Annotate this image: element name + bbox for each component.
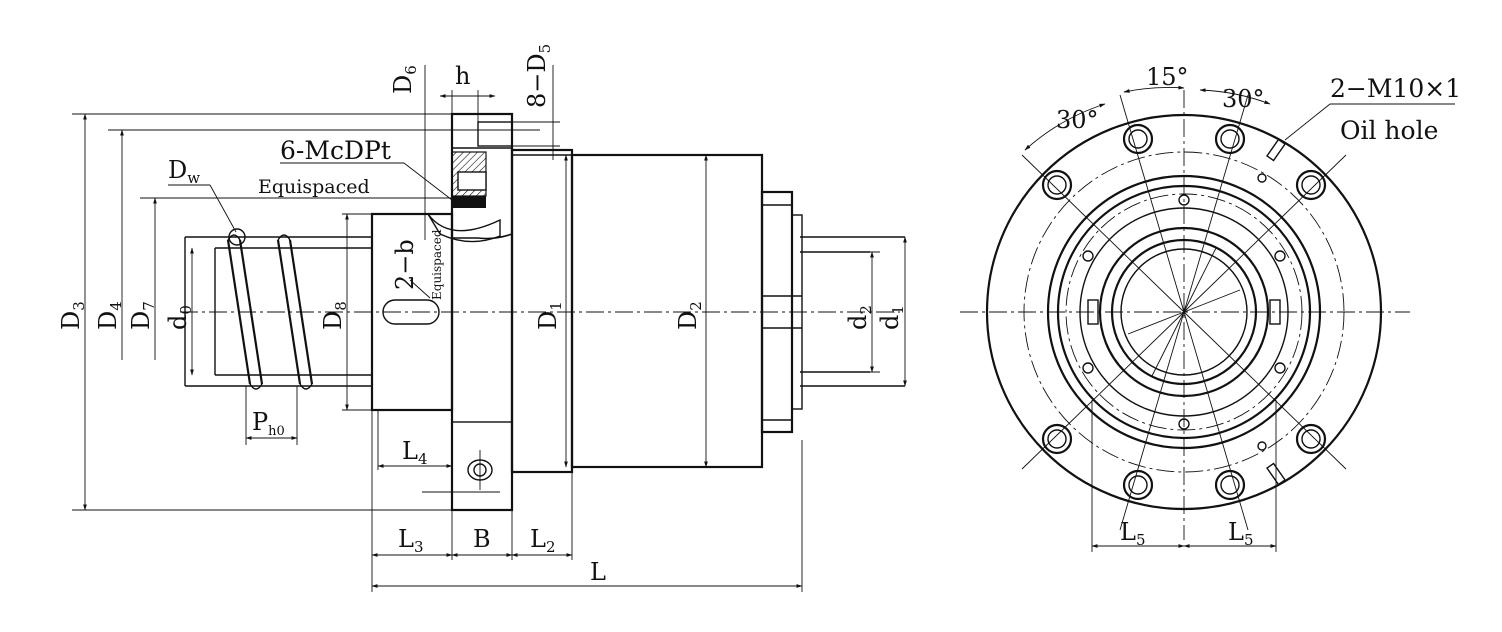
nut-body-2 [570, 153, 764, 469]
label-d7: D7 [127, 301, 158, 330]
label-d1-upper: D1 [534, 301, 565, 330]
label-angle-30-left: 30° [1056, 106, 1099, 134]
label-l2: L2 [530, 525, 555, 556]
label-equispaced-2: Equispaced [430, 229, 444, 300]
label-d1-lower: d1 [876, 305, 907, 330]
front-view-labels: 15° 30° 30° 2−M10×1 Oil hole L5 L5 [1056, 63, 1461, 549]
label-d2-upper: D2 [674, 301, 705, 330]
label-d0: d0 [164, 305, 195, 330]
bolt-circle [1023, 151, 1345, 473]
label-d6: D6 [389, 65, 420, 94]
label-equispaced-1: Equispaced [258, 176, 370, 198]
label-h: h [455, 62, 470, 90]
label-oil-hole: Oil hole [1340, 116, 1438, 145]
end-seal [760, 190, 803, 434]
side-view-labels: D6 h 8−D5 6-McDPt Dw Equispaced 2−b Equi… [57, 44, 907, 586]
key-slot [382, 299, 440, 325]
label-angle-15: 15° [1146, 63, 1189, 91]
label-l5-left: L5 [1120, 518, 1145, 549]
label-d8: D8 [319, 301, 350, 330]
label-d4: D4 [94, 301, 125, 330]
label-d3: D3 [57, 301, 88, 330]
label-mcdpt: 6-McDPt [280, 136, 391, 165]
label-b: B [473, 525, 491, 553]
bolt-holes [1041, 123, 1327, 501]
label-l5-right: L5 [1228, 518, 1253, 549]
label-l: L [590, 558, 606, 586]
small-holes [1082, 173, 1286, 451]
label-dw: Dw [168, 156, 200, 187]
front-view [960, 85, 1455, 552]
label-ph0: Ph0 [252, 408, 285, 439]
label-d2-lower: d2 [844, 305, 875, 330]
label-d5: 8−D5 [523, 44, 554, 108]
radial-lines [1021, 94, 1347, 531]
label-2-b: 2−b [391, 239, 419, 290]
label-angle-30-right: 30° [1222, 85, 1265, 113]
label-l4: L4 [402, 437, 427, 468]
flange-outer [985, 113, 1383, 511]
side-view [72, 65, 907, 592]
label-thread-m10: 2−M10×1 [1330, 74, 1461, 103]
label-l3: L3 [398, 525, 423, 556]
